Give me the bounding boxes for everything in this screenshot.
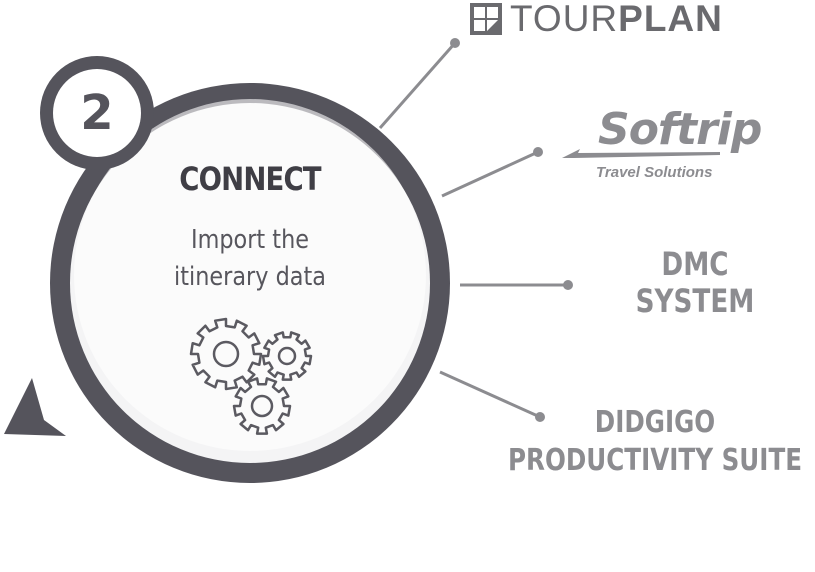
gear-right-hole — [277, 346, 297, 366]
connector-didgigo — [439, 370, 541, 419]
step-description-line-2: itinerary data — [174, 262, 326, 292]
gear-right — [261, 331, 313, 381]
dmc-label-line-2: SYSTEM — [635, 282, 755, 320]
softrip-swoosh-icon — [562, 149, 720, 158]
didgigo-label: DIDGIGO PRODUCTIVITY SUITE — [503, 404, 806, 480]
connector-softrip — [441, 150, 539, 198]
step-badge-face — [53, 69, 141, 157]
gear-bottom-hole — [250, 394, 274, 418]
tourplan-name: TOURPLAN — [510, 0, 723, 40]
connector-dot-didgigo — [535, 412, 545, 422]
gears-icon — [189, 317, 313, 435]
softrip-tagline: Travel Solutions — [596, 164, 713, 181]
step-number: 2 — [80, 85, 114, 141]
connector-dot-tourplan — [450, 38, 460, 48]
connector-dot-softrip — [533, 147, 543, 157]
gear-large-hole — [212, 340, 240, 368]
step-description-line-1: Import the — [190, 225, 310, 255]
step-title: CONNECT — [179, 160, 321, 198]
tourplan-logo-mark-icon — [470, 3, 502, 35]
tourplan-logo: TOURPLAN — [470, 0, 723, 40]
softrip-logo: Softrip Travel Solutions — [558, 104, 788, 184]
didgigo-label-line-1: DIDGIGO — [594, 405, 716, 440]
tourplan-name-bold: PLAN — [618, 0, 723, 39]
step-description: Import the itinerary data — [121, 222, 379, 296]
tourplan-logo-mark-spacer — [470, 3, 502, 35]
softrip-name: Softrip — [598, 104, 762, 155]
connector-tourplan — [378, 42, 457, 129]
pointer-arrow-icon — [4, 378, 66, 436]
gear-bottom — [232, 377, 292, 435]
gear-large — [189, 317, 263, 391]
didgigo-label-line-2: PRODUCTIVITY SUITE — [507, 443, 803, 478]
connector-lines — [378, 38, 573, 422]
main-circle-highlight — [74, 99, 426, 451]
dmc-system-label: DMC SYSTEM — [584, 246, 805, 320]
dmc-label-line-1: DMC — [661, 245, 729, 283]
tourplan-name-light: TOUR — [510, 0, 619, 39]
connector-dot-dmc — [563, 280, 573, 290]
